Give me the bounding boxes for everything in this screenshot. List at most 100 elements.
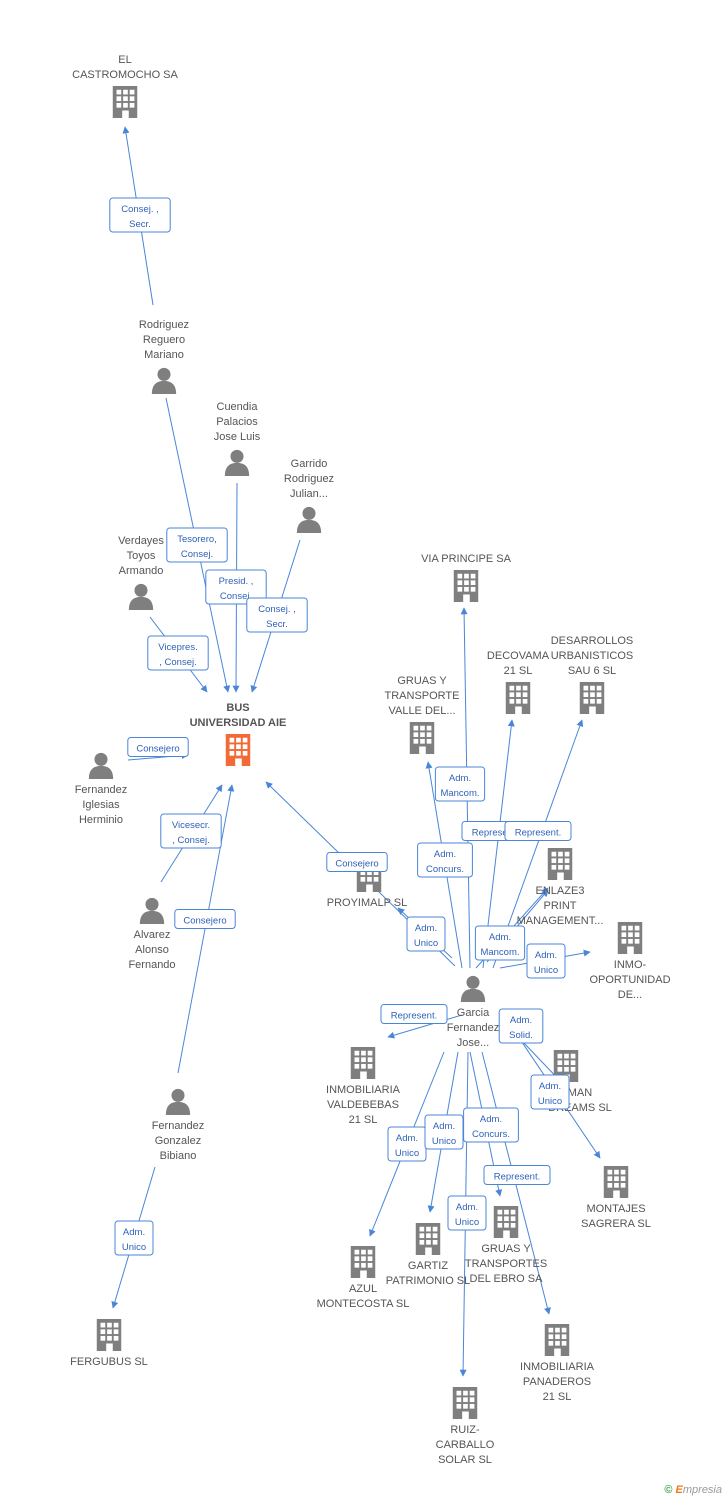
edge-label-box[interactable] bbox=[246, 597, 308, 633]
edge-label-box[interactable] bbox=[160, 813, 222, 849]
node-garcia[interactable]: GarciaFernandezJose... bbox=[447, 975, 500, 1049]
node-label: Mariano bbox=[144, 349, 184, 361]
edge-label-box[interactable] bbox=[463, 1107, 519, 1143]
building-icon bbox=[350, 1047, 376, 1079]
edge-label-box[interactable] bbox=[424, 1114, 464, 1150]
node-label: Cuendia bbox=[217, 401, 259, 413]
edge-label-e9[interactable]: Consejero bbox=[326, 852, 388, 872]
edge-label-box[interactable] bbox=[127, 737, 189, 757]
node-decovama[interactable]: DECOVAMA 21 SL bbox=[487, 650, 550, 714]
edge-label-box[interactable] bbox=[109, 197, 171, 233]
edge-label-e7[interactable]: Vicesecr., Consej. bbox=[160, 813, 222, 849]
node-label: Verdayes bbox=[118, 535, 164, 547]
node-label: Garrido bbox=[291, 458, 328, 470]
edge-label-text: Unico bbox=[534, 965, 558, 976]
edge-label-text: Unico bbox=[395, 1148, 419, 1159]
edge-label-e23[interactable]: Adm.Unico bbox=[424, 1114, 464, 1150]
node-label: ENLAZE3 bbox=[536, 885, 585, 897]
edge-label-e15[interactable]: Adm.Concurs. bbox=[417, 842, 473, 878]
edge-label-e10[interactable]: Adm.Unico bbox=[114, 1220, 154, 1256]
node-label: PANADEROS bbox=[523, 1376, 591, 1388]
edge-label-box[interactable] bbox=[474, 925, 526, 961]
node-label: INMOBILIARIA bbox=[326, 1084, 401, 1096]
edge-label-box[interactable] bbox=[417, 842, 473, 878]
edge-label-e20[interactable]: Adm.Solid. bbox=[498, 1008, 544, 1044]
edge-label-text: Secr. bbox=[129, 219, 151, 230]
edge-label-e3[interactable]: Presid. ,Consej. bbox=[205, 569, 267, 605]
node-label: 21 SL bbox=[504, 665, 533, 677]
node-viaprincipe[interactable]: VIA PRINCIPE SA bbox=[421, 553, 512, 602]
node-label: CASTROMOCHO SA bbox=[72, 69, 178, 81]
edge-label-box[interactable] bbox=[447, 1195, 487, 1231]
node-fergubus[interactable]: FERGUBUS SL bbox=[70, 1319, 148, 1368]
node-label: 21 SL bbox=[543, 1391, 572, 1403]
node-label: DECOVAMA bbox=[487, 650, 550, 662]
edge-label-e14[interactable]: Adm.Mancom. bbox=[434, 766, 486, 802]
edge-label-e1[interactable]: Consej. ,Secr. bbox=[109, 197, 171, 233]
edge-label-e18[interactable]: Adm.Mancom. bbox=[474, 925, 526, 961]
node-enlaze[interactable]: ENLAZE3PRINTMANAGEMENT... bbox=[517, 848, 604, 927]
edge-label-box[interactable] bbox=[504, 821, 572, 841]
edge-label-e26[interactable]: Adm.Unico bbox=[447, 1195, 487, 1231]
node-label: VALDEBEBAS bbox=[327, 1099, 399, 1111]
edge-label-box[interactable] bbox=[166, 527, 228, 563]
edge-label-box[interactable] bbox=[406, 916, 446, 952]
node-label: DE... bbox=[618, 989, 642, 1001]
edge-label-text: Secr. bbox=[266, 619, 288, 630]
edge-label-text: Adm. bbox=[396, 1133, 418, 1144]
edge-label-e25[interactable]: Represent. bbox=[483, 1165, 551, 1185]
edge-label-e22[interactable]: Adm. Unico bbox=[387, 1126, 427, 1162]
node-label: FERGUBUS SL bbox=[70, 1356, 148, 1368]
node-garrido[interactable]: GarridoRodriguezJulian... bbox=[284, 458, 334, 533]
edge-label-box[interactable] bbox=[530, 1074, 570, 1110]
building-icon bbox=[547, 848, 573, 880]
edge-label-box[interactable] bbox=[326, 852, 388, 872]
node-label: Fernandez bbox=[75, 784, 128, 796]
edge-label-e2[interactable]: Tesorero,Consej. bbox=[166, 527, 228, 563]
node-label: DEL EBRO SA bbox=[470, 1273, 544, 1285]
edge-label-text: , Consej. bbox=[159, 657, 197, 668]
edge-label-box[interactable] bbox=[174, 909, 236, 929]
edge-label-e24[interactable]: Adm.Concurs. bbox=[463, 1107, 519, 1143]
edge-label-box[interactable] bbox=[147, 635, 209, 671]
edge-label-box[interactable] bbox=[114, 1220, 154, 1256]
node-label: URBANISTICOS bbox=[551, 650, 634, 662]
node-proyimalp[interactable]: PROYIMALP SL bbox=[327, 860, 408, 909]
edge-label-box[interactable] bbox=[205, 569, 267, 605]
edge-label-box[interactable] bbox=[498, 1008, 544, 1044]
node-inmoop[interactable]: INMO-OPORTUNIDADDE... bbox=[589, 922, 671, 1001]
edge-label-e8[interactable]: Consejero bbox=[174, 909, 236, 929]
edge-label-e17[interactable]: Adm.Unico bbox=[526, 943, 566, 979]
node-label: OPORTUNIDAD bbox=[589, 974, 670, 986]
edge-label-e5[interactable]: Vicepres., Consej. bbox=[147, 635, 209, 671]
edge-label-box[interactable] bbox=[483, 1165, 551, 1185]
edge-label-e6[interactable]: Consejero bbox=[127, 737, 189, 757]
edge-label-e4[interactable]: Consej. ,Secr. bbox=[246, 597, 308, 633]
edge-label-box[interactable] bbox=[526, 943, 566, 979]
edge-label-e16[interactable]: Adm.Unico bbox=[406, 916, 446, 952]
edge-label-e19[interactable]: Represent. bbox=[380, 1004, 448, 1024]
edge-label-box[interactable] bbox=[380, 1004, 448, 1024]
edge-label-e13[interactable]: Represent. bbox=[504, 821, 572, 841]
edge-label-e21[interactable]: Adm.Unico bbox=[530, 1074, 570, 1110]
edge-label-box[interactable] bbox=[434, 766, 486, 802]
